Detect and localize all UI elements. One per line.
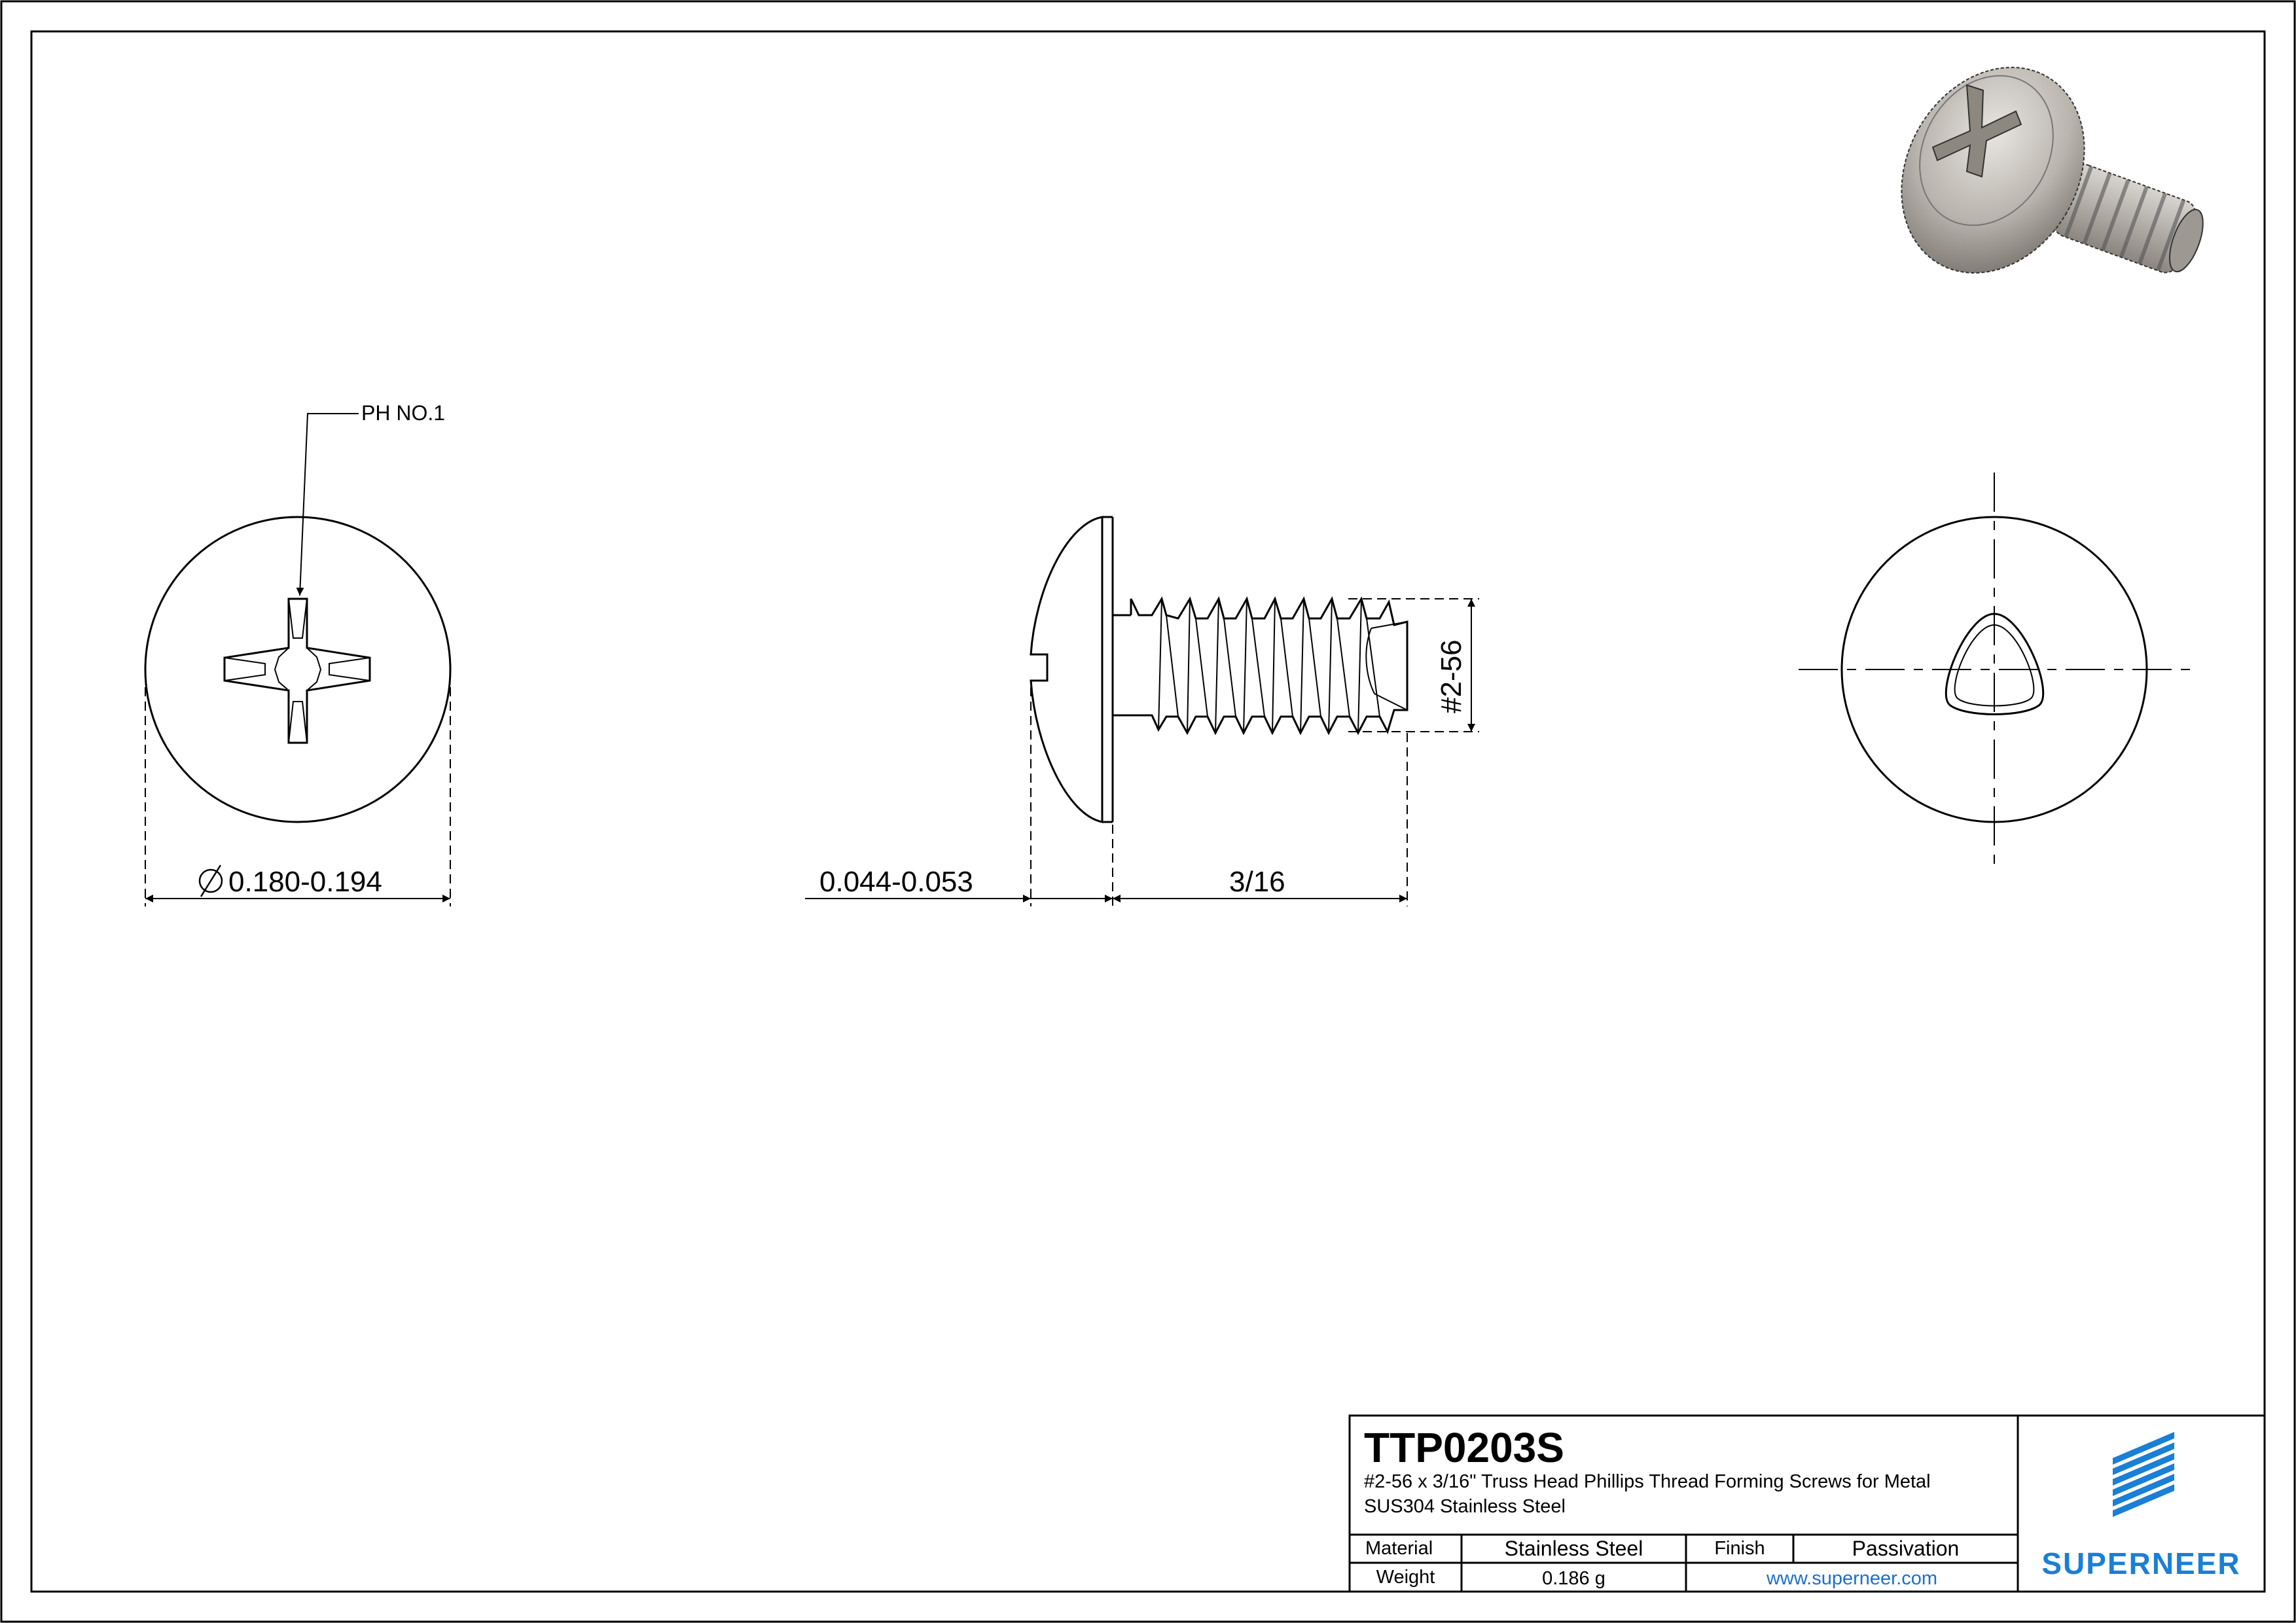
diameter-symbol <box>198 865 223 897</box>
material-label: Material <box>1365 1538 1433 1559</box>
finish-value: Passivation <box>1852 1537 1960 1560</box>
trilobular-outer <box>1945 613 2045 715</box>
end-view <box>1799 473 2191 867</box>
brand-name: SUPERNEER <box>2041 1546 2241 1580</box>
weight-label: Weight <box>1376 1567 1435 1588</box>
thread-label: #2-56 <box>1435 639 1467 713</box>
material-value: Stainless Steel <box>1504 1537 1643 1560</box>
weight-value: 0.186 g <box>1542 1568 1605 1589</box>
screw-3d-image <box>1901 67 2204 274</box>
phillips-cross <box>223 597 371 744</box>
top-view <box>144 516 452 906</box>
drive-leader <box>296 413 359 596</box>
inner-border <box>30 30 2266 1593</box>
length-label: 3/16 <box>1229 866 1285 898</box>
finish-label: Finish <box>1714 1538 1765 1559</box>
drive-label: PH NO.1 <box>361 401 445 425</box>
part-number: TTP0203S <box>1364 1424 1564 1471</box>
title-block-grid <box>1348 1414 2266 1593</box>
material-spec: SUS304 Stainless Steel <box>1364 1496 1566 1517</box>
brand-logo-icon <box>2113 1432 2174 1517</box>
website-link[interactable]: www.superneer.com <box>1766 1568 1938 1589</box>
head-diameter-label: 0.180-0.194 <box>228 866 382 898</box>
part-description: #2-56 x 3/16" Truss Head Phillips Thread… <box>1364 1471 1931 1492</box>
head-height-label: 0.044-0.053 <box>819 866 973 898</box>
side-view <box>1030 516 1479 906</box>
